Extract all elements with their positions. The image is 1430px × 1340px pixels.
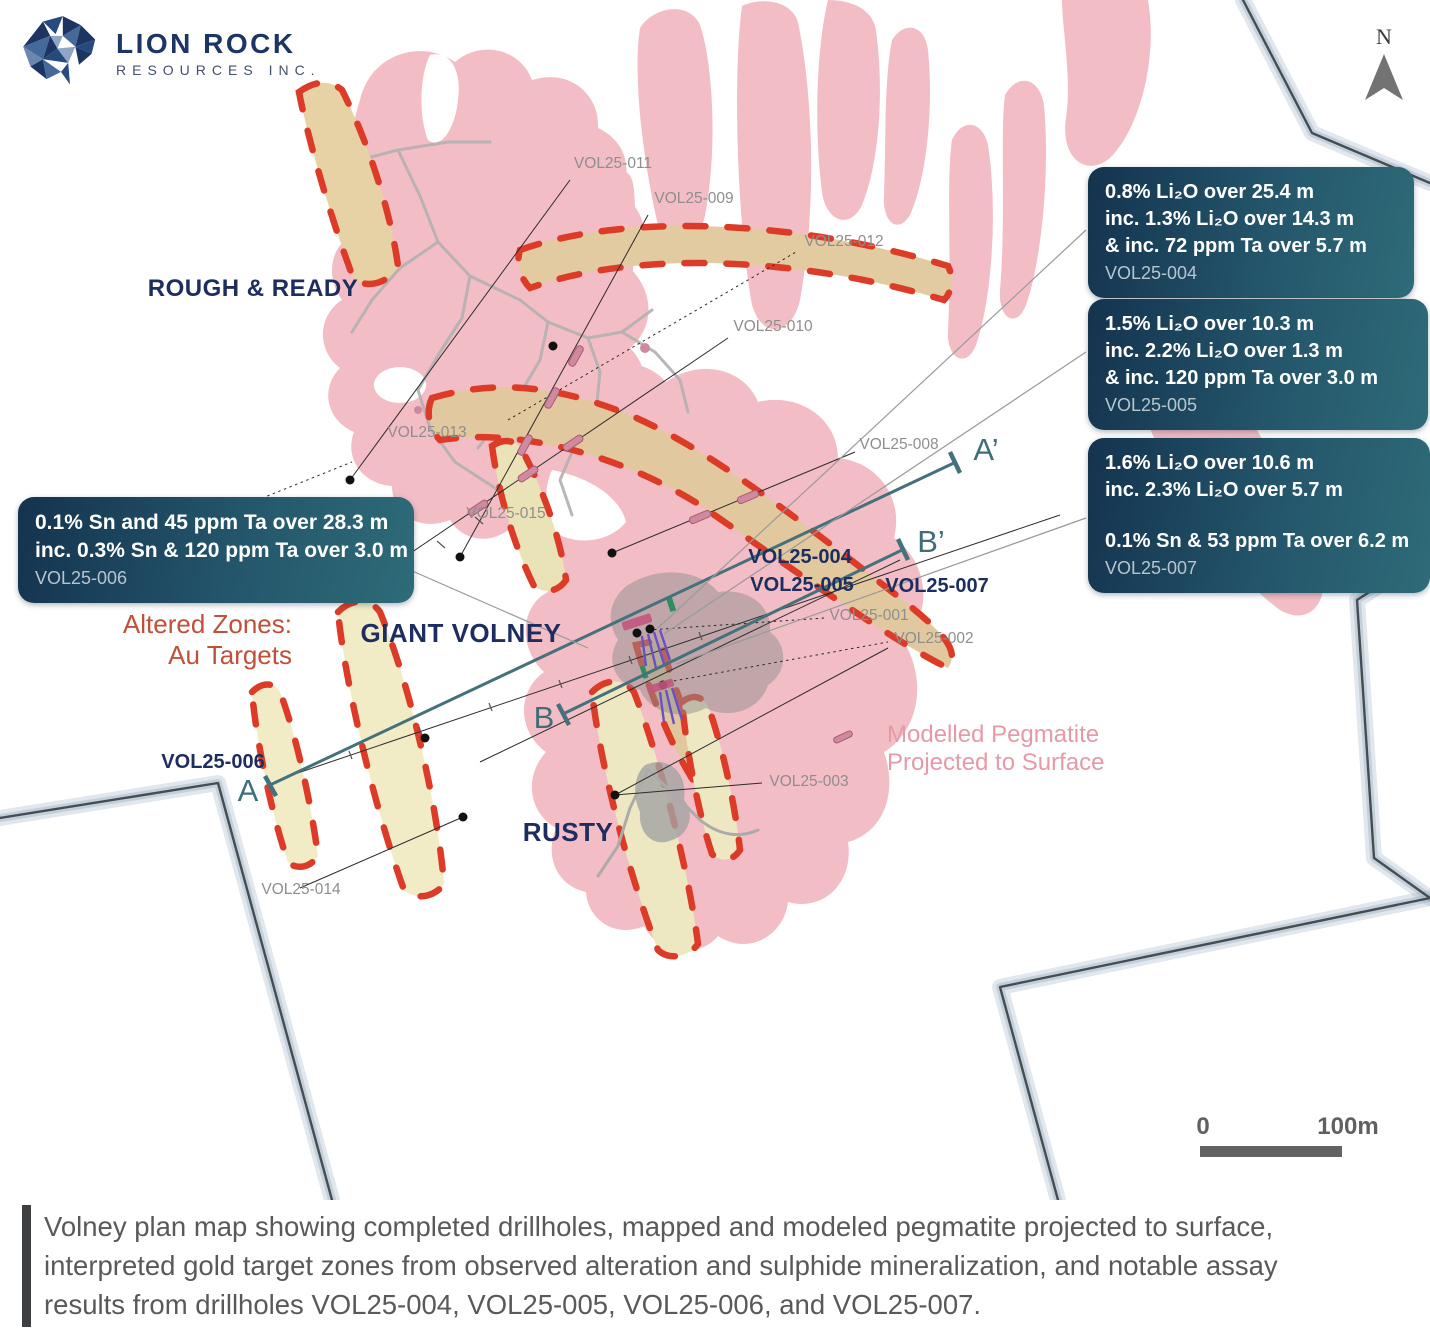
area-label-rusty: RUSTY [523,817,614,847]
assay-line: 1.6% Li₂O over 10.6 m [1105,452,1314,474]
north-arrow-icon [1365,54,1403,100]
assay-hole-id: VOL25-005 [1105,395,1198,415]
assay-line: inc. 2.2% Li₂O over 1.3 m [1105,340,1343,362]
area-label-rough-ready: ROUGH & READY [148,275,359,302]
scale-bar: 0 100m [1196,1113,1379,1157]
area-label-giant-volney: GIANT VOLNEY [360,618,561,648]
drill-label: VOL25-002 [894,630,973,647]
lion-logo-icon [23,16,96,85]
drill-label: VOL25-001 [829,607,908,624]
company-logo: LION ROCK RESOURCES INC. [16,12,321,94]
altered-zones-annotation-line1: Altered Zones: [123,609,292,639]
section-label-a: A [238,773,259,808]
drill-label: VOL25-010 [733,318,813,335]
caption-bar [22,1205,31,1327]
claim-boundaries [0,0,1430,1200]
assay-hole-id: VOL25-007 [1105,558,1198,578]
drill-label: VOL25-014 [261,881,341,898]
assay-line: & inc. 120 ppm Ta over 3.0 m [1105,367,1379,389]
pegmatite-gaps [374,54,626,541]
callout-vol25-007: 1.6% Li₂O over 10.6 m inc. 2.3% Li₂O ove… [1088,438,1430,593]
plan-map: VOL25-011 VOL25-009 VOL25-012 VOL25-010 … [0,0,1430,1200]
spacer [1105,504,1413,528]
drill-label: VOL25-009 [654,190,733,207]
caption-line: Volney plan map showing completed drillh… [44,1211,1274,1242]
drill-label: VOL25-013 [387,424,466,441]
callout-vol25-004: 0.8% Li₂O over 25.4 m inc. 1.3% Li₂O ove… [1088,167,1414,298]
figure-caption: Volney plan map showing completed drillh… [0,1205,1430,1327]
drill-label: VOL25-015 [466,505,545,522]
caption-line: results from drillholes VOL25-004, VOL25… [44,1289,982,1320]
drill-label: VOL25-008 [859,436,938,453]
assay-line: inc. 1.3% Li₂O over 14.3 m [1105,208,1354,230]
drill-label: VOL25-003 [769,773,848,790]
outcrop-blobs [596,572,784,878]
scale-bar-end-label: 100m [1317,1113,1378,1140]
drill-label: VOL25-012 [804,233,883,250]
callout-leaders [409,229,1087,665]
section-label-a-prime: A’ [973,432,998,467]
section-label-b-prime: B’ [917,524,945,559]
assay-line: 0.8% Li₂O over 25.4 m [1105,181,1314,203]
assay-line: 0.1% Sn & 53 ppm Ta over 6.2 m [1105,530,1410,552]
assay-hole-id: VOL25-004 [1105,263,1198,283]
assay-line: 0.1% Sn and 45 ppm Ta over 28.3 m [35,511,389,534]
scale-bar-start-label: 0 [1196,1113,1209,1140]
drill-label: VOL25-011 [574,155,652,172]
scale-bar-rule [1200,1146,1342,1157]
assay-line: & inc. 72 ppm Ta over 5.7 m [1105,235,1367,257]
drill-label-bold: VOL25-006 [161,751,264,773]
bold-drill-label-group: VOL25-006 VOL25-004 VOL25-005 VOL25-007 [161,546,988,773]
section-label-b: B [534,700,555,735]
caption-line: interpreted gold target zones from obser… [44,1250,1278,1281]
drill-label-bold: VOL25-004 [748,546,852,568]
assay-hole-id: VOL25-006 [35,568,128,588]
assay-line: inc. 2.3% Li₂O over 5.7 m [1105,479,1343,501]
assay-cluster-marks [621,595,684,725]
assay-line: 1.5% Li₂O over 10.3 m [1105,313,1314,335]
logo-subtitle: RESOURCES INC. [116,61,321,78]
section-label-group: A A’ B B’ [238,432,999,808]
callout-vol25-005: 1.5% Li₂O over 10.3 m inc. 2.2% Li₂O ove… [1088,299,1428,430]
drill-label-bold: VOL25-007 [885,575,988,597]
logo-title: LION ROCK [116,27,296,59]
drill-label-group: VOL25-011 VOL25-009 VOL25-012 VOL25-010 … [261,155,973,898]
drill-label-bold: VOL25-005 [750,574,853,596]
callout-vol25-006: 0.1% Sn and 45 ppm Ta over 28.3 m inc. 0… [18,497,414,603]
pegmatite-annotation-line1: Modelled Pegmatite [887,721,1099,748]
assay-line: inc. 0.3% Sn & 120 ppm Ta over 3.0 m [35,539,409,562]
north-label: N [1376,24,1392,49]
altered-zones-annotation-line2: Au Targets [168,640,292,670]
pegmatite-annotation-line2: Projected to Surface [887,749,1104,776]
